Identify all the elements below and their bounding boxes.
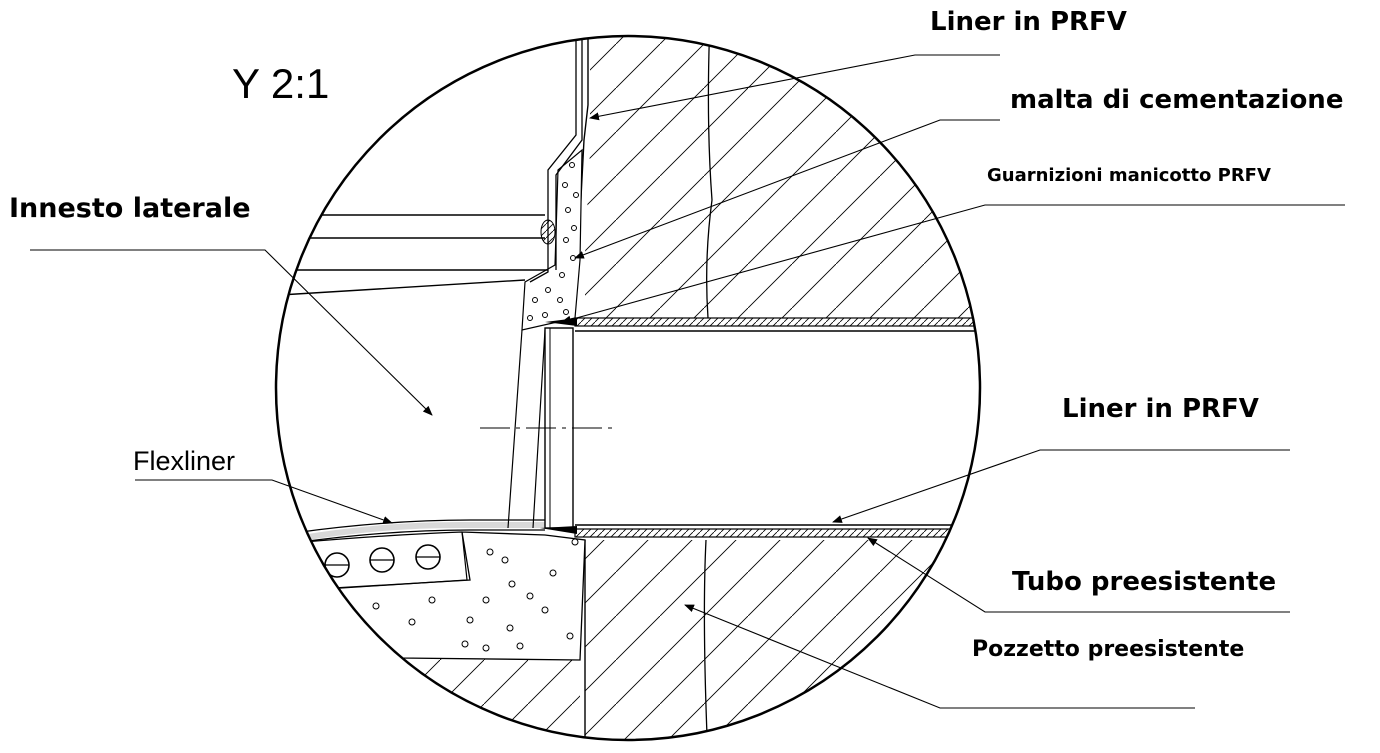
liner-prfv-upper (547, 36, 583, 270)
branch-pipe (279, 214, 548, 296)
leader-liner-mid (832, 449, 1290, 523)
detail-circle (274, 34, 982, 742)
leader-tubo (867, 537, 1290, 613)
leader-malta (574, 119, 1000, 259)
label-liner-mid: Liner in PRFV (1062, 394, 1259, 424)
manhole-wall-upper (585, 36, 980, 318)
leader-innesto (30, 249, 433, 416)
grout-dots-lower (372, 538, 579, 652)
pipe-wall-bottom (574, 528, 980, 538)
flexliner-fill (289, 521, 545, 543)
label-guarnizioni: Guarnizioni manicotto PRFV (987, 165, 1271, 186)
label-pozzetto: Pozzetto preesistente (972, 637, 1244, 662)
label-flexliner: Flexliner (133, 446, 235, 476)
detail-content (276, 36, 980, 740)
leader-flexliner (135, 479, 393, 524)
gasket-bottom (540, 526, 577, 534)
label-tubo: Tubo preesistente (1012, 567, 1276, 597)
grout-dots-upper (527, 162, 579, 321)
pipe-wall-top (574, 317, 980, 327)
manhole-wall-lower (585, 540, 980, 740)
branch-pipe-end (529, 262, 549, 283)
label-liner-top: Liner in PRFV (930, 7, 1127, 37)
leader-guarnizioni (561, 204, 1345, 324)
scale-label: Y 2:1 (232, 60, 329, 107)
label-innesto: Innesto laterale (9, 193, 251, 224)
weld-bead (540, 219, 556, 245)
grout-lower-inner (309, 531, 468, 591)
leader-pozzetto (684, 604, 1195, 709)
leader-liner-top (589, 54, 1000, 121)
rebar-circles (324, 544, 441, 578)
transition-cone (507, 329, 546, 529)
label-malta: malta di cementazione (1010, 85, 1343, 115)
grout-upper (521, 148, 583, 331)
rebar-circle-lines (325, 556, 440, 566)
wall-boundary (703, 36, 713, 740)
